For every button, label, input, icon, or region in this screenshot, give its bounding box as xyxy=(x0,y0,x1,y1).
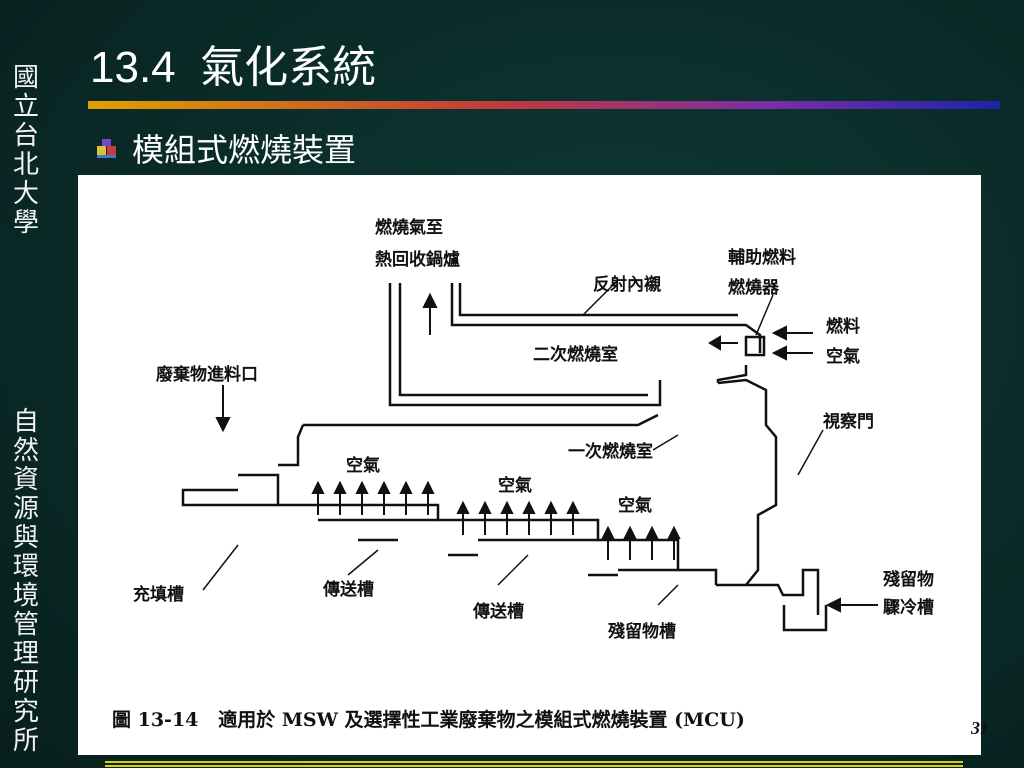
hearth-step-1 xyxy=(278,503,440,522)
hearth-step-2 xyxy=(438,518,600,542)
bottom-rule xyxy=(105,761,963,763)
air-arrows-zone-1 xyxy=(311,480,435,515)
label-aux-burner-1: 輔助燃料 xyxy=(728,247,796,268)
sidebar-top-char: 學 xyxy=(12,208,39,238)
label-ram-feeder: 充填槽 xyxy=(133,584,184,605)
label-air-2: 空氣 xyxy=(498,475,532,496)
title-gradient-rule xyxy=(88,101,1000,109)
stack-outer-wall xyxy=(388,283,662,407)
air-jet-arrows xyxy=(311,480,681,560)
sidebar-bottom-char: 理 xyxy=(12,639,39,669)
label-residue-trough: 殘留物槽 xyxy=(608,621,676,642)
slide-title: 13.4 氣化系統 xyxy=(90,43,377,92)
label-transfer-2: 傳送槽 xyxy=(472,601,524,622)
label-quench-1: 殘留物 xyxy=(883,569,934,590)
secondary-chamber-top xyxy=(450,283,762,353)
label-aux-burner-2: 燃燒器 xyxy=(728,277,780,298)
sidebar-top-char: 國 xyxy=(12,63,39,93)
sidebar-bottom-char: 然 xyxy=(12,436,39,466)
sidebar-bottom-char: 環 xyxy=(12,552,39,582)
primary-chamber-right-wall xyxy=(717,378,778,586)
air-arrows-zone-3 xyxy=(601,525,681,560)
label-air-3: 空氣 xyxy=(618,495,652,516)
label-fuel: 燃料 xyxy=(826,316,860,337)
secondary-chamber-neck xyxy=(716,365,748,383)
secondary-chamber-top-inner xyxy=(458,283,738,317)
label-flue-gas-1: 燃燒氣至 xyxy=(375,217,443,238)
leader-lines xyxy=(202,279,824,606)
quench-tank xyxy=(782,605,828,632)
label-air-1: 空氣 xyxy=(346,455,380,476)
label-flue-gas-2: 熱回收鍋爐 xyxy=(375,249,460,270)
feed-hopper-left xyxy=(278,424,305,467)
sidebar-top-char: 大 xyxy=(12,179,39,209)
bullet-blocks-icon xyxy=(97,139,116,158)
label-refractory: 反射內襯 xyxy=(593,274,661,295)
label-secondary-chamber: 二次燃燒室 xyxy=(533,344,618,365)
figure-caption: 圖 13-14 適用於 MSW 及選擇性工業廢棄物之模組式燃燒裝置 (MCU) xyxy=(112,709,745,731)
stack-inner-wall xyxy=(398,283,648,397)
figure-panel: 燃燒氣至 熱回收鍋爐 反射內襯 輔助燃料 燃燒器 燃料 空氣 二次燃燒室 廢棄物… xyxy=(78,175,981,755)
sidebar-bottom-char: 與 xyxy=(12,523,39,553)
sidebar-institute-name: 自然資源與環境管理研究所 xyxy=(8,408,44,756)
label-view-door: 視察門 xyxy=(822,411,874,432)
sidebar-bottom-char: 自 xyxy=(12,407,39,437)
sidebar-university-name: 國立台北大學 xyxy=(8,64,44,238)
sidebar-bottom-char: 究 xyxy=(12,697,39,727)
sidebar-bottom-char: 研 xyxy=(12,668,39,698)
sidebar-bottom-char: 管 xyxy=(12,610,39,640)
sidebar-top-char: 立 xyxy=(12,92,39,122)
hearth-end xyxy=(678,568,718,585)
ram-rods xyxy=(358,538,618,577)
hearth-step-3 xyxy=(598,538,680,572)
aux-burner xyxy=(744,335,766,357)
bullet-item: 模組式燃燒裝置 xyxy=(96,126,356,170)
label-transfer-1: 傳送槽 xyxy=(322,579,374,600)
bottom-rule-2 xyxy=(105,765,963,767)
bullet-text: 模組式燃燒裝置 xyxy=(132,131,357,169)
sidebar-top-char: 北 xyxy=(12,150,39,180)
sidebar-bottom-char: 源 xyxy=(12,494,39,524)
primary-chamber-roof xyxy=(303,413,659,427)
label-primary-chamber: 一次燃燒室 xyxy=(568,441,653,462)
air-arrows-zone-2 xyxy=(456,500,580,535)
incinerator-diagram: 燃燒氣至 熱回收鍋爐 反射內襯 輔助燃料 燃燒器 燃料 空氣 二次燃燒室 廢棄物… xyxy=(133,217,934,642)
label-air-burner: 空氣 xyxy=(826,346,860,367)
label-quench-2: 驟冷槽 xyxy=(883,597,934,618)
sidebar-bottom-char: 境 xyxy=(12,581,39,611)
page-number: 31 xyxy=(971,718,989,738)
sidebar-bottom-char: 資 xyxy=(12,465,39,495)
label-feed-port: 廢棄物進料口 xyxy=(156,364,258,385)
residue-pit-wall xyxy=(746,568,820,615)
ram-feeder-box xyxy=(181,473,280,507)
sidebar-top-char: 台 xyxy=(12,121,39,151)
sidebar-bottom-char: 所 xyxy=(12,726,39,756)
